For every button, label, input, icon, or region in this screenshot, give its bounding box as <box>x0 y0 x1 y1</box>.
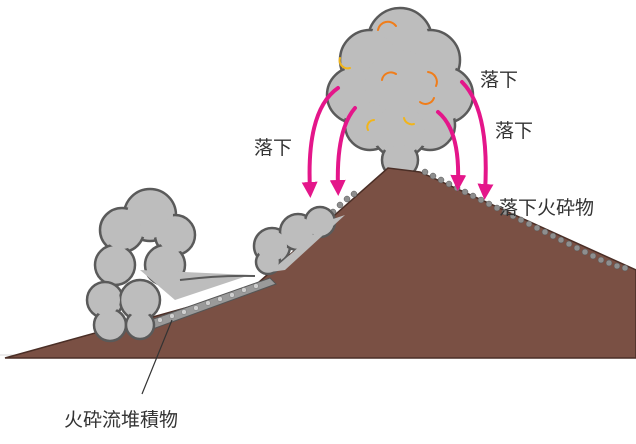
label-fall-right-bottom: 落下 <box>495 120 533 142</box>
label-pyroclastic-flow-deposit: 火砕流堆積物 <box>64 409 178 431</box>
label-fall-right-top: 落下 <box>480 69 518 91</box>
deposit-leader-line <box>141 319 173 395</box>
ember-swirls <box>338 20 438 131</box>
arrow-down-icon <box>301 80 494 200</box>
label-fall-left: 落下 <box>254 137 292 159</box>
label-fallen-pyroclasts: 落下火砕物 <box>499 197 594 219</box>
